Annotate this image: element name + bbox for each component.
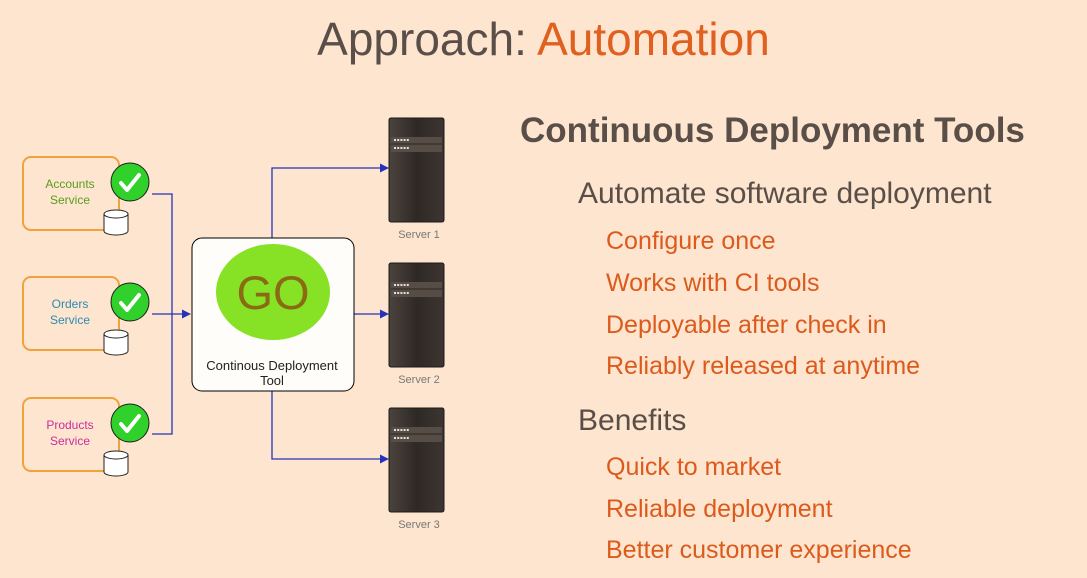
server-2: Server 2 <box>388 262 445 386</box>
slide-title: Approach: Automation <box>0 12 1087 66</box>
server-label: Server 3 <box>398 519 440 531</box>
bullet-reliable-deployment: Reliable deployment <box>606 495 833 523</box>
check-icon <box>110 162 150 202</box>
database-icon <box>103 329 129 356</box>
go-logo-icon <box>216 244 330 340</box>
connector-products <box>152 314 173 435</box>
connector-accounts <box>152 193 173 314</box>
bullet-deployable: Deployable after check in <box>606 311 887 339</box>
bullet-quick-to-market: Quick to market <box>606 453 782 481</box>
bullet-works-with-ci: Works with CI tools <box>606 269 820 297</box>
server-1: Server 1 <box>388 117 445 241</box>
database-icon <box>103 450 129 477</box>
server-label: Server 1 <box>398 229 440 241</box>
server-icon <box>388 117 445 223</box>
check-icon <box>110 282 150 322</box>
content-heading: Continuous Deployment Tools <box>520 111 1025 150</box>
server-3: Server 3 <box>388 407 445 531</box>
section-title-automate: Automate software deployment <box>578 177 992 210</box>
bullet-reliably-released: Reliably released at anytime <box>606 352 921 380</box>
bullet-customer-experience: Better customer experience <box>606 536 912 564</box>
go-logo-text: GO <box>236 266 309 319</box>
title-prefix: Approach: <box>317 13 538 65</box>
check-icon <box>110 403 150 443</box>
server-icon <box>388 407 445 513</box>
servers: Server 1 Server 2 Server 3 <box>388 117 445 531</box>
connectors <box>152 163 389 464</box>
title-accent: Automation <box>537 13 770 65</box>
server-label: Server 2 <box>398 374 440 386</box>
database-icon <box>103 209 129 236</box>
bullet-configure-once: Configure once <box>606 227 776 255</box>
server-icon <box>388 262 445 368</box>
connector-server-3 <box>271 391 389 464</box>
section-title-benefits: Benefits <box>578 404 687 437</box>
connector-server-1 <box>271 163 389 238</box>
